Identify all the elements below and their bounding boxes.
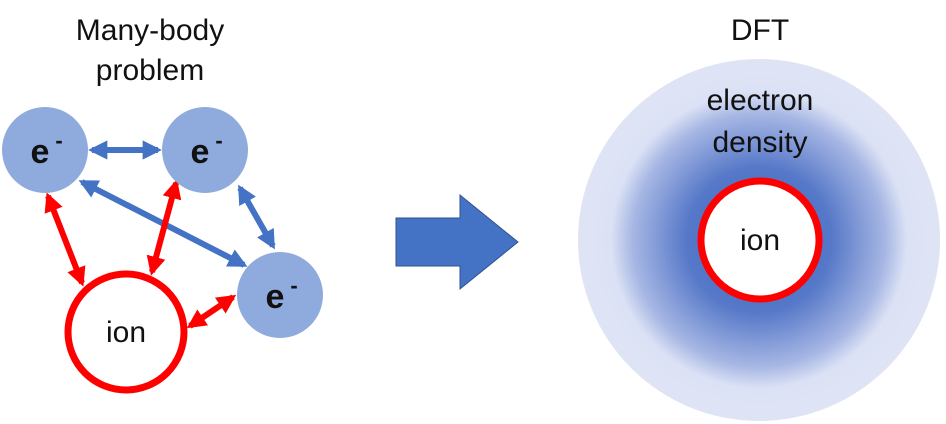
- transition-arrow-icon: [395, 193, 519, 291]
- density-label-line1: electron: [707, 84, 814, 117]
- electron-2: e -: [162, 107, 248, 193]
- electron-ion-arrow: [146, 179, 182, 276]
- svg-text:-: -: [215, 128, 222, 153]
- electron-ion-arrow: [186, 294, 237, 329]
- left-title-line2: problem: [96, 54, 204, 87]
- svg-text:e: e: [266, 278, 285, 316]
- density-label-line2: density: [712, 126, 807, 159]
- svg-text:-: -: [55, 128, 62, 153]
- right-title: DFT: [731, 14, 789, 47]
- svg-text:ion: ion: [106, 316, 146, 349]
- svg-text:-: -: [290, 273, 297, 298]
- svg-text:e: e: [31, 133, 50, 171]
- electron-electron-arrow: [237, 184, 276, 250]
- electron-ion-arrow: [44, 192, 86, 287]
- ion-left: ion: [64, 270, 188, 394]
- left-title-line1: Many-body: [76, 14, 224, 47]
- electron-3: e -: [237, 252, 323, 338]
- ion-right: ion: [697, 177, 823, 303]
- svg-text:ion: ion: [740, 224, 780, 257]
- electron-1: e -: [2, 107, 88, 193]
- svg-text:e: e: [191, 133, 210, 171]
